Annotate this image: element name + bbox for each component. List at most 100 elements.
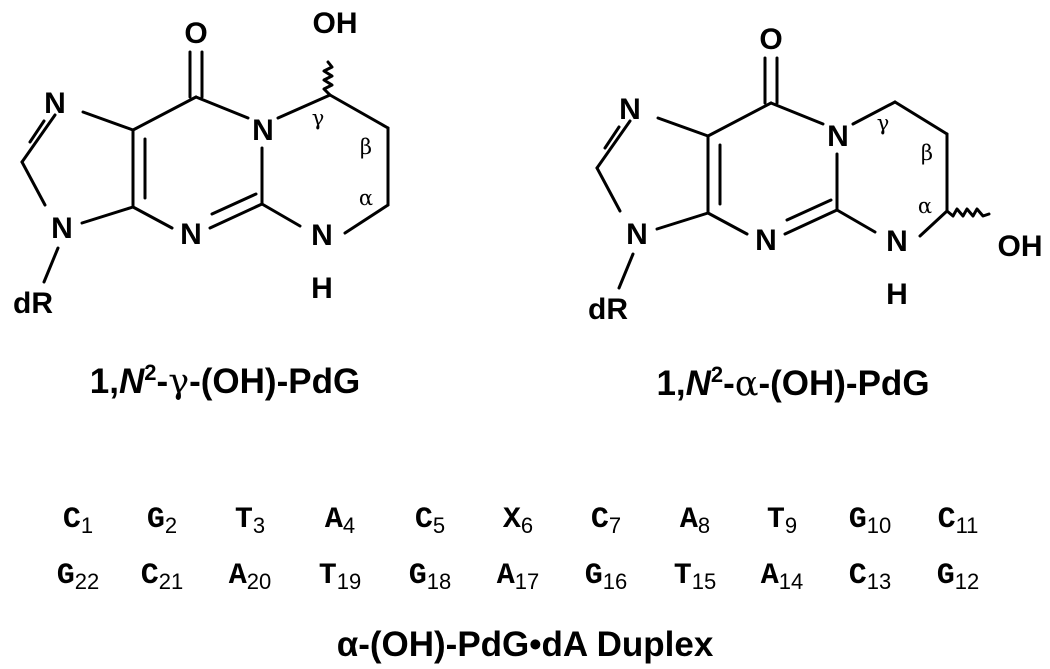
nh-nitrogen: N: [886, 225, 908, 258]
nucleotide-number: 17: [515, 569, 539, 594]
nucleotide-number: 2: [165, 513, 177, 538]
nucleotide-number: 11: [956, 513, 979, 538]
nucleotide: T19: [319, 559, 362, 594]
nucleotide: C11: [938, 503, 979, 538]
nucleotide-number: 4: [343, 513, 355, 538]
nucleotide-base: G: [57, 559, 75, 593]
deoxyribose-label: dR: [588, 293, 628, 326]
nucleotide-base: G: [409, 559, 427, 593]
imidazole-nitrogen: N: [44, 87, 66, 120]
alpha-position-label: α: [359, 186, 373, 210]
nucleotide-number: 7: [609, 513, 621, 538]
nucleotide: C13: [849, 559, 892, 594]
pyrimidine-nitrogen: N: [755, 224, 777, 257]
atoms-alpha: O OH N N N N N H dR γ β α: [588, 23, 1043, 326]
gamma-position-label: γ: [312, 106, 325, 130]
nh-hydrogen: H: [311, 272, 333, 305]
nucleotide-number: 3: [253, 513, 265, 538]
nucleotide-number: 15: [692, 569, 716, 594]
hydroxyl-label: OH: [313, 7, 358, 40]
nucleotide-base: C: [63, 503, 81, 537]
nucleotide: G18: [409, 559, 452, 594]
nucleotide-base: C: [938, 503, 956, 537]
nucleotide: G16: [585, 559, 628, 594]
nucleotide: G2: [147, 503, 177, 538]
structure-gamma: O OH N N N N N H dR γ β α 1,N2-γ-(OH)-Pd…: [13, 7, 390, 402]
nucleotide-base: A: [497, 559, 515, 593]
nucleotide-base: T: [319, 559, 337, 593]
nucleotide-base: T: [235, 503, 253, 537]
bridge-nitrogen: N: [827, 120, 849, 153]
nucleotide: A8: [680, 503, 710, 538]
nucleotide: T3: [235, 503, 265, 538]
nucleotide-number: 10: [867, 513, 891, 538]
beta-position-label: β: [921, 141, 933, 165]
nucleotide-number: 9: [785, 513, 797, 538]
hydroxyl-label: OH: [998, 230, 1043, 263]
nucleotide-base: G: [147, 503, 165, 537]
nucleotide-base: C: [849, 559, 867, 593]
nucleotide-number: 19: [337, 569, 361, 594]
nucleotide-number: 6: [521, 513, 533, 538]
nucleotide: G10: [849, 503, 892, 538]
nucleotide-number: 22: [75, 569, 99, 594]
nucleotide-base: C: [415, 503, 433, 537]
nucleotide: G12: [937, 559, 980, 594]
nucleotide-base: C: [141, 559, 159, 593]
nucleotide: A14: [761, 559, 804, 594]
structure-title-gamma: 1,N2-γ-(OH)-PdG: [90, 360, 360, 402]
bonds-gamma: [20, 50, 390, 284]
nucleotide-base: A: [325, 503, 343, 537]
nucleotide: C21: [141, 559, 184, 594]
nucleotide-number: 16: [603, 569, 627, 594]
nucleotide: C5: [415, 503, 445, 538]
nucleotide-base: G: [585, 559, 603, 593]
nucleotide: A17: [497, 559, 540, 594]
imidazole-nitrogen: N: [619, 93, 641, 126]
nucleotide-base: A: [229, 559, 247, 593]
bonds-alpha: [595, 56, 991, 290]
structure-title-alpha: 1,N2-α-(OH)-PdG: [656, 362, 929, 404]
nucleotide-number: 8: [698, 513, 710, 538]
nucleotide-base: G: [937, 559, 955, 593]
nucleotide-number: 5: [433, 513, 445, 538]
n9-nitrogen: N: [626, 218, 648, 251]
bridge-nitrogen: N: [252, 114, 274, 147]
carbonyl-oxygen: O: [184, 17, 207, 50]
nh-hydrogen: H: [886, 278, 908, 311]
nucleotide-number: 14: [779, 569, 803, 594]
nucleotide: G22: [57, 559, 100, 594]
nucleotide-base: T: [767, 503, 785, 537]
carbonyl-oxygen: O: [759, 23, 782, 56]
nucleotide: X6: [503, 503, 533, 538]
nucleotide-number: 18: [427, 569, 451, 594]
nucleotide: A20: [229, 559, 272, 594]
pyrimidine-nitrogen: N: [180, 218, 202, 251]
nucleotide: T9: [767, 503, 797, 538]
alpha-position-label: α: [918, 194, 932, 218]
nucleotide: A4: [325, 503, 355, 538]
beta-position-label: β: [360, 135, 372, 159]
nucleotide: T15: [674, 559, 717, 594]
n9-nitrogen: N: [51, 212, 73, 245]
nucleotide-base: C: [591, 503, 609, 537]
nucleotide-number: 20: [247, 569, 271, 594]
nucleotide-base: G: [849, 503, 867, 537]
gamma-position-label: γ: [877, 111, 890, 135]
duplex-caption: α-(OH)-PdG•dA Duplex: [337, 625, 714, 664]
nucleotide: C7: [591, 503, 621, 538]
nucleotide-number: 21: [159, 569, 183, 594]
nucleotide-base: A: [680, 503, 698, 537]
nucleotide-base: X: [503, 503, 521, 537]
nucleotide-base: A: [761, 559, 779, 593]
nucleotide-number: 12: [955, 569, 979, 594]
nucleotide-base: T: [674, 559, 692, 593]
atoms-gamma: O OH N N N N N H dR γ β α: [13, 7, 373, 320]
nh-nitrogen: N: [311, 219, 333, 252]
structure-alpha: O OH N N N N N H dR γ β α 1,N2-α-(OH)-Pd…: [588, 23, 1043, 404]
nucleotide: C1: [63, 503, 93, 538]
